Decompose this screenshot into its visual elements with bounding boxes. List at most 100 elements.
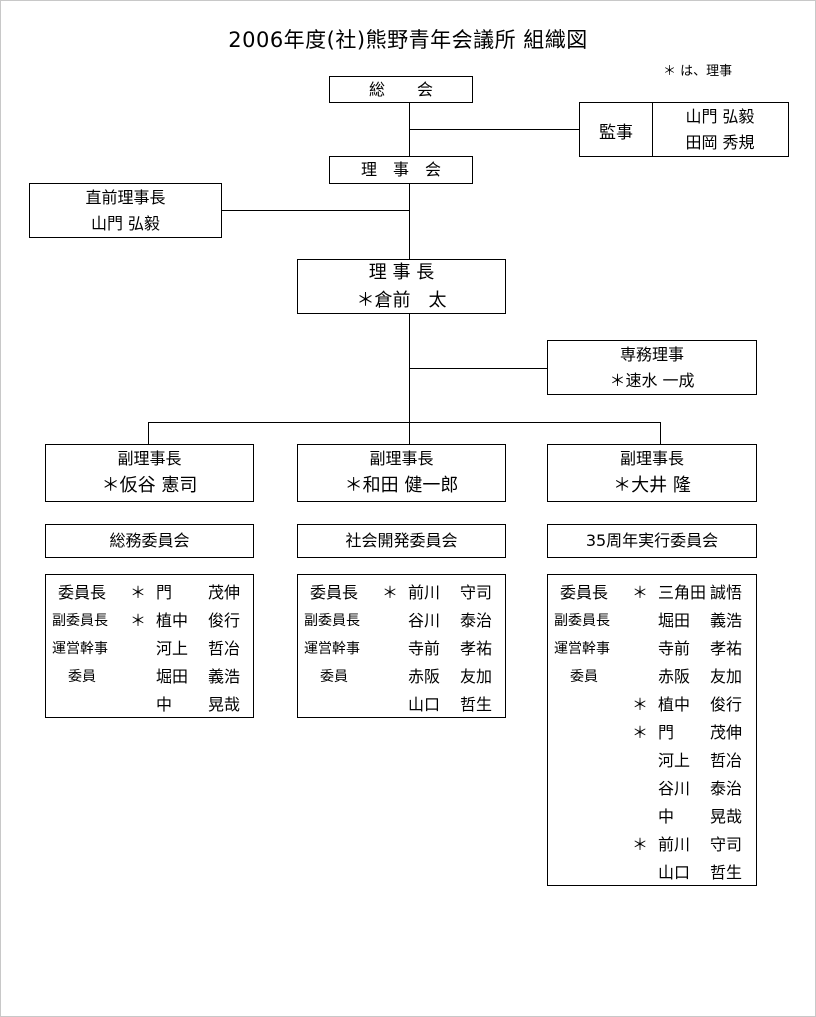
member-surname: 山口 — [658, 863, 691, 882]
auditor-label: 監事 — [580, 103, 653, 157]
member-director-mark: ＊ — [632, 695, 649, 714]
member-row: 委員長＊前川守司 — [298, 579, 505, 607]
vice-president-title: 副理事長 — [619, 449, 684, 468]
member-director-mark: ＊ — [130, 611, 147, 630]
committee-name: 総務委員会 — [109, 531, 190, 550]
member-given-name: 俊行 — [710, 695, 743, 714]
member-row: 副委員長＊植中俊行 — [46, 607, 253, 635]
auditor-name: 田岡 秀規 — [685, 133, 755, 152]
member-role: 委員 — [68, 669, 96, 685]
vice-president-box: 副理事長 ＊大井 隆 — [547, 444, 757, 502]
general-assembly-box: 総 会 — [329, 76, 473, 103]
member-given-name: 誠悟 — [710, 583, 743, 602]
committee-name-box: 社会開発委員会 — [297, 524, 506, 558]
vice-president-name: ＊仮谷 憲司 — [101, 475, 198, 496]
member-given-name: 守司 — [710, 835, 743, 854]
member-row: 副委員長 堀田義浩 — [548, 607, 756, 635]
member-surname: 山口 — [408, 695, 441, 714]
president-name: ＊倉前 太 — [356, 289, 447, 311]
past-president-box: 直前理事長 山門 弘毅 — [29, 183, 222, 238]
connector-line — [148, 422, 661, 423]
member-surname: 前川 — [658, 835, 691, 854]
vice-president-title: 副理事長 — [369, 449, 434, 468]
connector-line — [409, 368, 548, 369]
member-surname: 河上 — [658, 751, 691, 770]
member-director-mark: ＊ — [632, 835, 649, 854]
member-surname: 植中 — [658, 695, 691, 714]
director-note: ＊ は、理事 — [663, 64, 733, 79]
vice-president-name: ＊和田 健一郎 — [344, 475, 459, 496]
member-given-name: 哲冶 — [208, 639, 241, 658]
member-director-mark: ＊ — [632, 723, 649, 742]
member-surname: 中 — [156, 695, 173, 714]
executive-director-name: ＊速水 一成 — [609, 370, 695, 390]
member-surname: 植中 — [156, 611, 189, 630]
member-row: 中 晃哉 — [548, 803, 756, 831]
member-role: 運営幹事 — [52, 641, 108, 657]
member-row: 山口哲生 — [548, 859, 756, 887]
vice-president-box: 副理事長 ＊和田 健一郎 — [297, 444, 506, 502]
executive-director-box: 専務理事 ＊速水 一成 — [547, 340, 757, 395]
committee-members-box: 委員長＊門茂伸副委員長＊植中俊行運営幹事河上哲冶委員堀田義浩中晃哉 — [45, 574, 254, 718]
member-row: 副委員長谷川泰治 — [298, 607, 505, 635]
member-given-name: 守司 — [460, 583, 493, 602]
member-row: 委員赤阪友加 — [548, 663, 756, 691]
member-given-name: 友加 — [710, 667, 743, 686]
member-role: 運営幹事 — [554, 641, 610, 657]
vice-president-name: ＊大井 隆 — [613, 475, 691, 496]
member-surname: 寺前 — [658, 639, 691, 658]
committee-name: 社会開発委員会 — [345, 531, 458, 550]
connector-line — [409, 129, 580, 130]
member-given-name: 孝祐 — [460, 639, 493, 658]
member-given-name: 茂伸 — [208, 583, 241, 602]
member-given-name: 泰治 — [710, 779, 743, 798]
member-director-mark: ＊ — [130, 583, 147, 602]
member-given-name: 哲冶 — [710, 751, 743, 770]
auditor-names: 山門 弘毅 田岡 秀規 — [652, 103, 788, 157]
member-surname: 堀田 — [156, 667, 189, 686]
connector-line — [409, 422, 410, 445]
member-role: 委員 — [320, 669, 348, 685]
member-director-mark: ＊ — [632, 583, 649, 602]
member-row: 運営幹事 河上哲冶 — [46, 635, 253, 663]
president-box: 理 事 長 ＊倉前 太 — [297, 259, 506, 314]
member-surname: 中 — [658, 807, 675, 826]
member-row: 委員長 ＊ 三角田誠悟 — [548, 579, 756, 607]
member-surname: 三角田 — [658, 583, 707, 602]
member-surname: 寺前 — [408, 639, 441, 658]
member-surname: 赤阪 — [658, 667, 691, 686]
committee-name-box: 総務委員会 — [45, 524, 254, 558]
member-role: 委員長 — [310, 583, 359, 602]
member-role: 委員長 — [58, 583, 107, 602]
member-row: 中 晃哉 — [46, 691, 253, 719]
board-box: 理 事 会 — [329, 156, 473, 184]
page-title: 2006年度(社)熊野青年会議所 組織図 — [228, 28, 588, 52]
member-given-name: 哲生 — [460, 695, 493, 714]
committee-members-box: 委員長＊三角田誠悟副委員長堀田義浩運営幹事寺前孝祐委員赤阪友加＊植中俊行＊門茂伸… — [547, 574, 757, 886]
member-given-name: 晃哉 — [710, 807, 743, 826]
connector-line — [221, 210, 410, 211]
vice-president-title: 副理事長 — [117, 449, 182, 468]
member-given-name: 義浩 — [710, 611, 743, 630]
member-surname: 谷川 — [658, 779, 691, 798]
member-role: 副委員長 — [304, 613, 360, 629]
member-surname: 赤阪 — [408, 667, 441, 686]
past-president-name: 山門 弘毅 — [90, 213, 161, 233]
connector-line — [660, 422, 661, 445]
member-role: 副委員長 — [554, 613, 610, 629]
member-given-name: 友加 — [460, 667, 493, 686]
member-row: 委員長 ＊ 門 茂伸 — [46, 579, 253, 607]
member-given-name: 晃哉 — [208, 695, 241, 714]
member-given-name: 哲生 — [710, 863, 743, 882]
member-row: 谷川泰治 — [548, 775, 756, 803]
member-surname: 門 — [156, 583, 173, 602]
auditor-name: 山門 弘毅 — [685, 107, 755, 126]
member-role: 委員長 — [560, 583, 609, 602]
member-surname: 河上 — [156, 639, 189, 658]
member-given-name: 茂伸 — [710, 723, 743, 742]
member-surname: 堀田 — [658, 611, 691, 630]
member-given-name: 俊行 — [208, 611, 241, 630]
member-row: 委員 赤阪友加 — [298, 663, 505, 691]
committee-name: 35周年実行委員会 — [585, 531, 719, 550]
member-given-name: 泰治 — [460, 611, 493, 630]
